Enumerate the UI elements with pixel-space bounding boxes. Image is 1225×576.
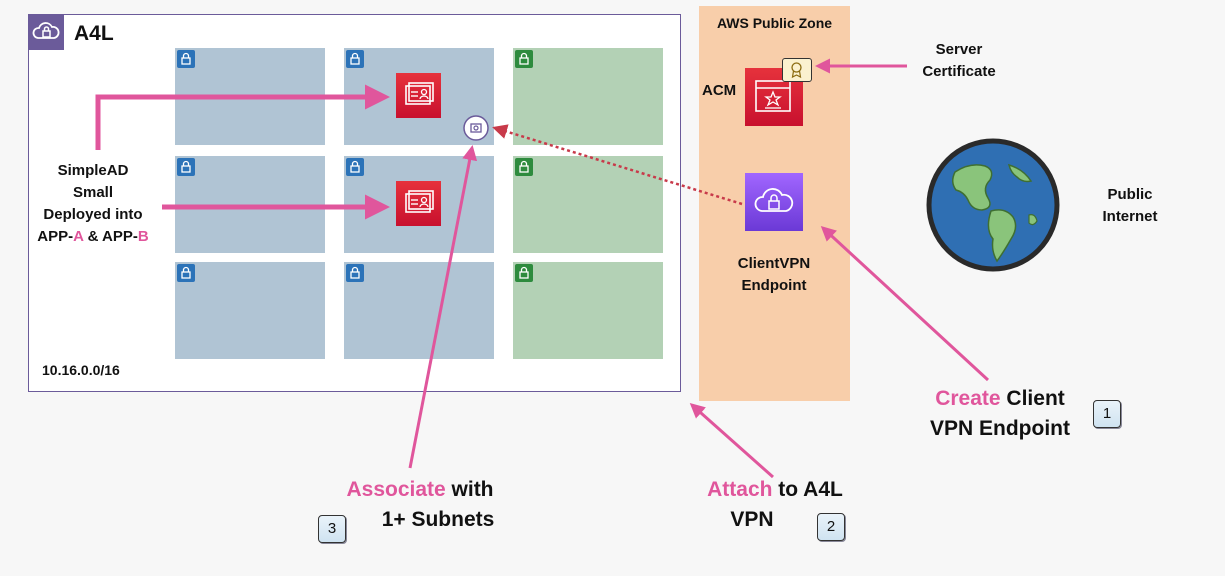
step2-line2: VPN xyxy=(730,508,774,531)
step3-line2: 1+ Subnets xyxy=(381,508,495,531)
acm-label: ACM xyxy=(702,82,737,99)
private-subnet-lock-icon xyxy=(346,50,364,68)
step2-label: Attach to A4L VPN xyxy=(680,475,870,535)
public-internet-label: Public Internet xyxy=(1100,184,1160,228)
step1-line2: VPN Endpoint xyxy=(930,417,1070,440)
step3-label: Associate with 1+ Subnets xyxy=(320,475,520,535)
private-subnet-lock-icon xyxy=(177,158,195,176)
subnet-public xyxy=(513,262,663,359)
public-subnet-lock-icon xyxy=(515,50,533,68)
client-vpn-line1: ClientVPN xyxy=(737,255,811,272)
simplead-line1: SimpleAD xyxy=(57,162,129,179)
private-subnet-lock-icon xyxy=(346,264,364,282)
public-internet-line2: Internet xyxy=(1102,208,1158,225)
simplead-app-a: A xyxy=(73,228,84,245)
globe-icon xyxy=(925,137,1061,273)
certificate-icon xyxy=(782,58,812,82)
simplead-arrow-app-a xyxy=(95,84,390,150)
client-vpn-icon xyxy=(745,173,803,231)
step2-arrow xyxy=(689,403,774,479)
step1-line1: Create Client xyxy=(905,384,1095,414)
server-cert-line2: Certificate xyxy=(922,63,996,80)
simplead-app-b: B xyxy=(137,228,149,245)
subnet-public xyxy=(513,48,663,145)
private-subnet-lock-icon xyxy=(177,264,195,282)
simplead-line2: Small xyxy=(72,184,114,201)
public-subnet-lock-icon xyxy=(515,264,533,282)
public-internet-line1: Public xyxy=(1107,186,1153,203)
public-zone-title: AWS Public Zone xyxy=(716,15,833,31)
vpc-cloud-lock-icon xyxy=(28,14,64,50)
step3-number-badge: 3 xyxy=(318,515,346,543)
step1-highlight: Create xyxy=(935,387,1001,410)
simplead-line3: Deployed into xyxy=(43,206,143,223)
simplead-app-mid: & APP- xyxy=(83,228,138,245)
step1-number-badge: 1 xyxy=(1093,400,1121,428)
vpn-association-dotted-line xyxy=(492,124,743,206)
step2-number-badge: 2 xyxy=(817,513,845,541)
vpc-cidr: 10.16.0.0/16 xyxy=(42,362,120,378)
simplead-line4: APP-A & APP-B xyxy=(18,226,168,248)
step2-rest: to A4L xyxy=(772,478,843,501)
simplead-label: SimpleAD Small Deployed into APP-A & APP… xyxy=(18,160,168,248)
private-subnet-lock-icon xyxy=(346,158,364,176)
step3-arrow xyxy=(408,145,478,469)
directory-service-icon xyxy=(396,73,441,118)
subnet-private xyxy=(175,262,325,359)
server-cert-line1: Server xyxy=(935,41,983,58)
directory-service-icon xyxy=(396,181,441,226)
step3-line1: Associate with xyxy=(320,475,520,505)
step2-highlight: Attach xyxy=(707,478,773,501)
step1-label: Create Client VPN Endpoint xyxy=(905,384,1095,444)
step2-line1: Attach to A4L xyxy=(680,475,870,505)
step3-rest: with xyxy=(445,478,494,501)
step1-arrow xyxy=(820,225,990,382)
private-subnet-lock-icon xyxy=(177,50,195,68)
client-vpn-line2: Endpoint xyxy=(741,277,807,294)
public-subnet-lock-icon xyxy=(515,158,533,176)
server-certificate-label: Server Certificate xyxy=(912,39,1006,83)
vpc-title: A4L xyxy=(74,22,114,45)
client-vpn-label: ClientVPN Endpoint xyxy=(724,253,824,297)
subnet-private xyxy=(344,262,494,359)
step1-rest: Client xyxy=(1000,387,1065,410)
network-interface-icon xyxy=(463,115,489,141)
step3-highlight: Associate xyxy=(346,478,446,501)
simplead-app-prefix: APP- xyxy=(37,228,74,245)
